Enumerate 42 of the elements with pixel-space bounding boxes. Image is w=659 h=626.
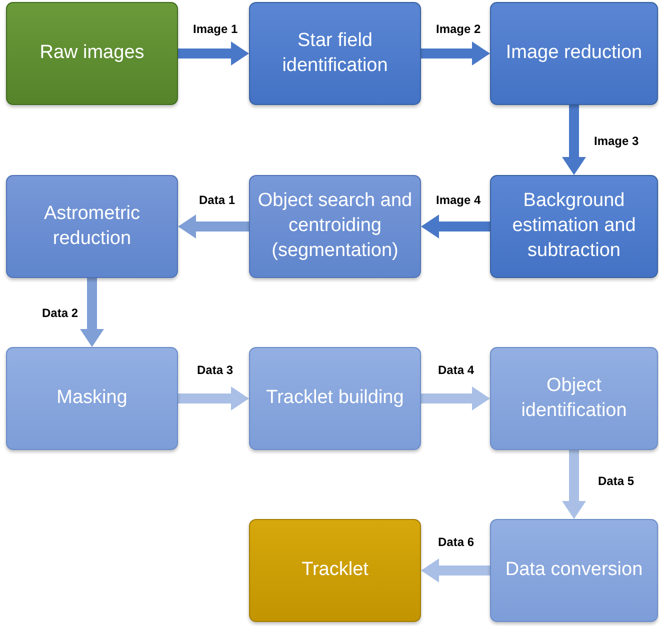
process-box [249, 2, 421, 105]
process-box [6, 347, 178, 450]
edge-label: Data 1 [199, 193, 236, 207]
process-label: Image reduction [506, 41, 642, 66]
block-arrow [178, 42, 249, 66]
process-box [490, 347, 658, 450]
block-arrow [178, 386, 249, 410]
process-label: Tracklet [302, 558, 368, 582]
process-box [249, 347, 421, 450]
block-arrow [421, 386, 490, 410]
process-box [6, 175, 178, 278]
block-arrow [421, 42, 490, 66]
edge-label: Data 3 [197, 363, 234, 377]
edge-label: Data 5 [598, 474, 634, 488]
block-arrow [562, 105, 586, 175]
block-arrow [178, 214, 249, 238]
process-label: Tracklet building [266, 386, 404, 410]
process-box [490, 519, 658, 622]
process-box [249, 175, 421, 278]
edge-label: Image 4 [436, 193, 481, 207]
process-label: Star field identification [281, 28, 389, 78]
process-box [490, 175, 658, 278]
edge-label: Data 6 [438, 535, 474, 549]
block-arrow [421, 214, 490, 238]
process-box [6, 2, 178, 105]
edge-label: Data 4 [438, 363, 474, 377]
process-label: Background estimation and subtraction [511, 189, 637, 263]
process-box [249, 519, 421, 622]
process-box [490, 2, 658, 105]
block-arrow [421, 558, 490, 582]
edge-label: Data 2 [42, 306, 78, 320]
process-label: Object search and centroiding (segmentation) [256, 189, 414, 263]
edge-label: Image 1 [193, 22, 238, 36]
edge-label: Image 3 [594, 134, 639, 148]
block-arrow [80, 278, 104, 347]
process-label: Raw images [40, 41, 144, 66]
process-label: Data conversion [505, 558, 643, 582]
process-label: Object identification [520, 374, 628, 422]
edge-label: Image 2 [436, 22, 481, 36]
process-label: Masking [56, 386, 128, 410]
block-arrow [562, 450, 586, 519]
process-label: Astrometric reduction [42, 202, 142, 250]
